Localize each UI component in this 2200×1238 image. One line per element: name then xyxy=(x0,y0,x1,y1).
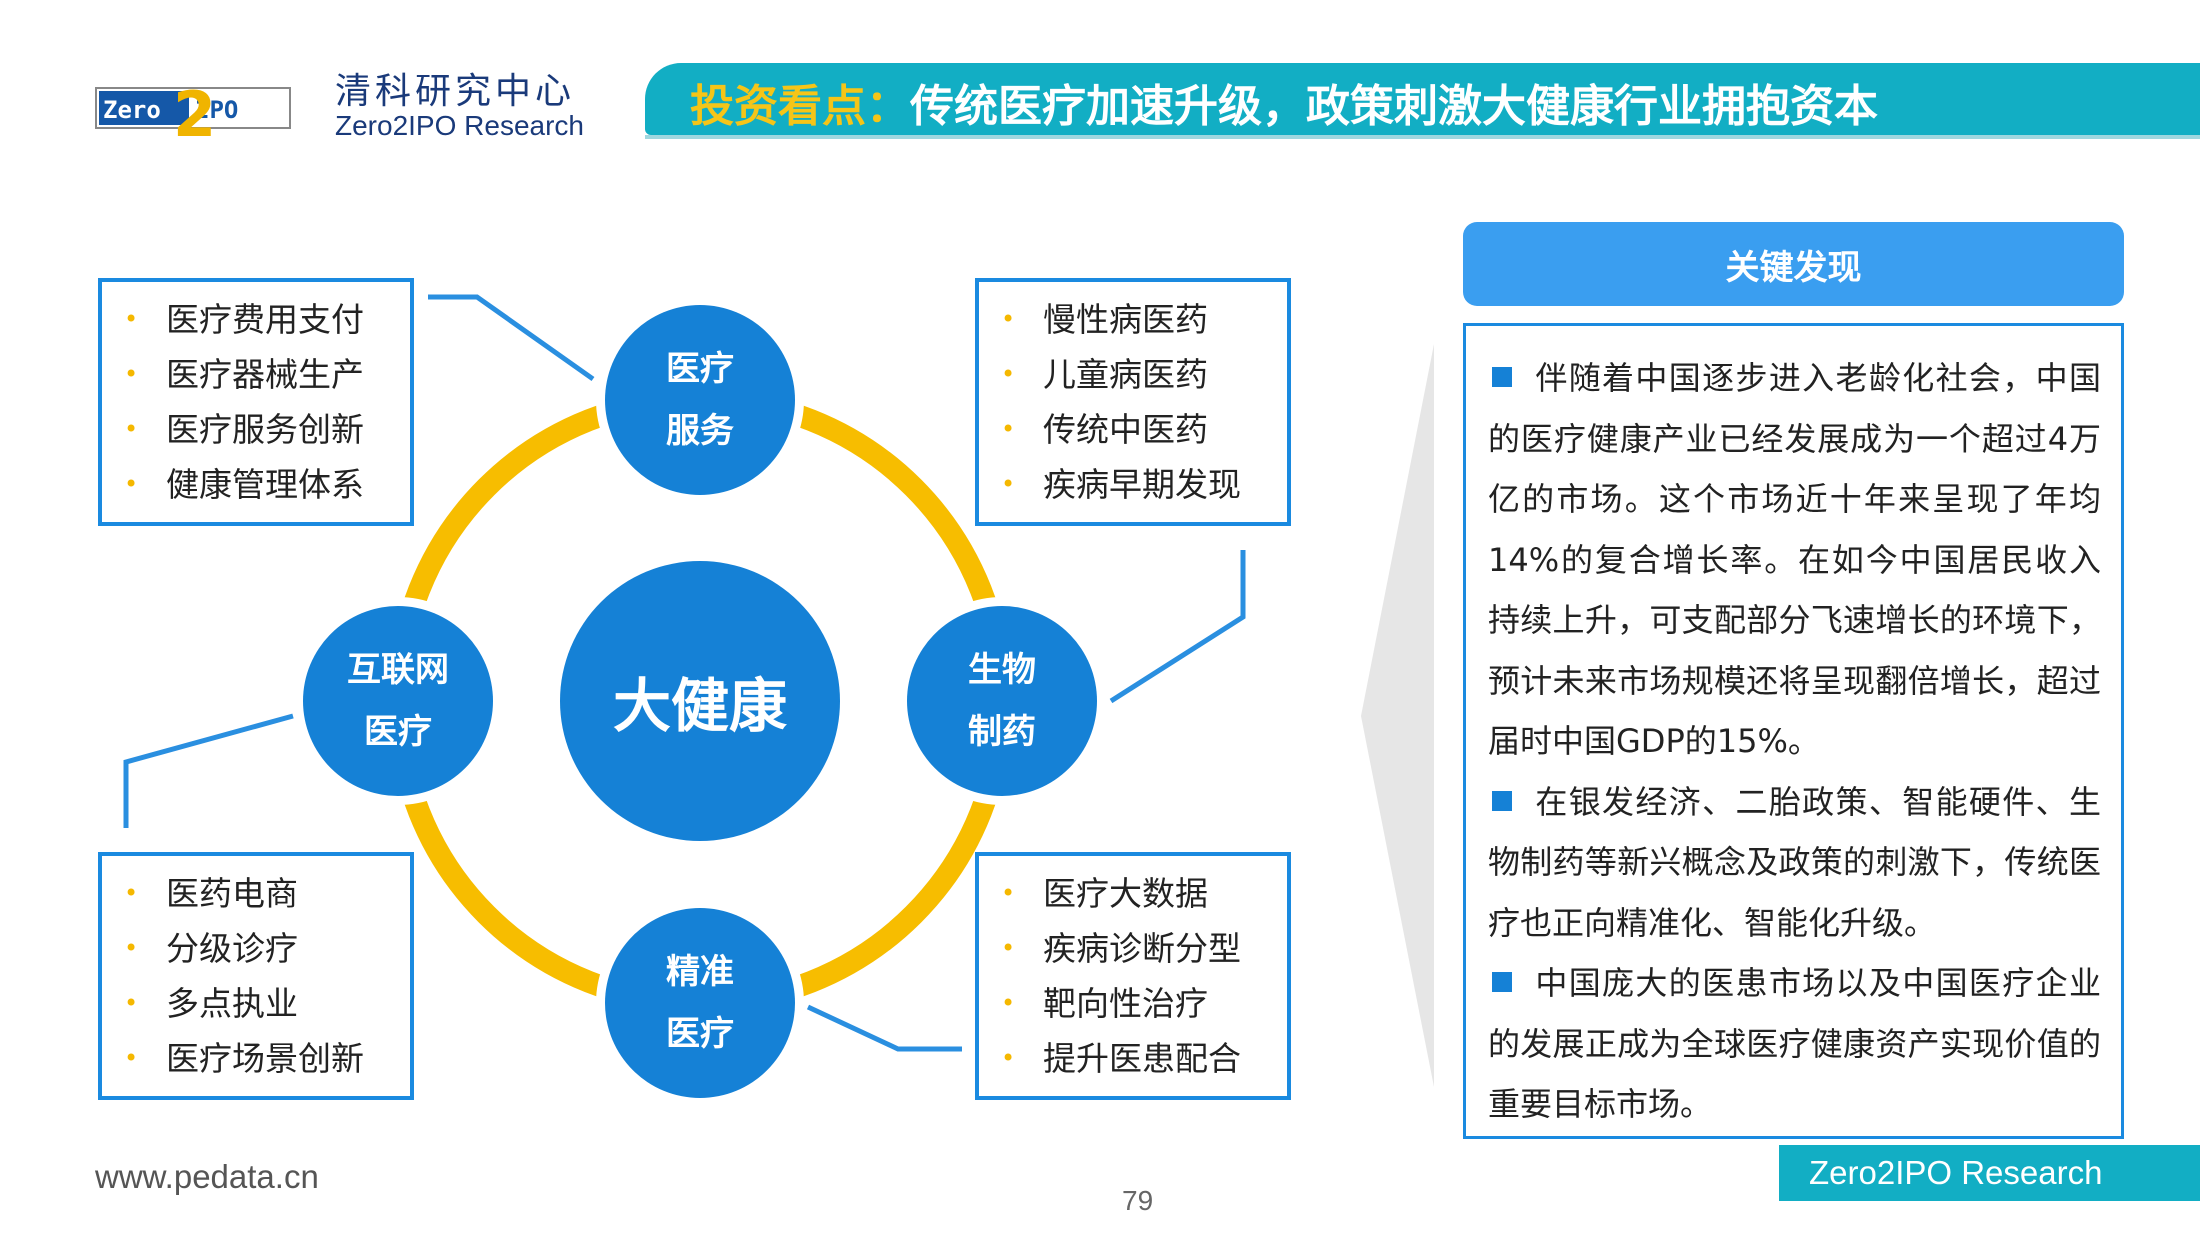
node-medical-service: 医疗服务 xyxy=(605,305,795,495)
finding-paragraph: 伴随着中国逐步进入老龄化社会，中国的医疗健康产业已经发展成为一个超过4万亿的市场… xyxy=(1488,348,2101,772)
list-item: • 靶向性治疗 xyxy=(1001,976,1287,1031)
center-node: 大健康 xyxy=(560,561,840,841)
list-item: • 医疗费用支付 xyxy=(124,292,410,347)
square-bullet-icon xyxy=(1492,972,1512,992)
bullet-icon: • xyxy=(124,934,139,962)
node-label: 制药 xyxy=(968,712,1036,752)
node-precision-medicine: 精准医疗 xyxy=(605,908,795,1098)
node-label: 医疗 xyxy=(364,712,432,752)
bullet-icon: • xyxy=(124,879,139,907)
bullet-icon: • xyxy=(124,1044,139,1072)
box-top-right: • 慢性病医药 • 儿童病医药 • 传统中医药 • 疾病早期发现 xyxy=(975,278,1291,526)
brand-name-cn: 清科研究中心 xyxy=(335,71,576,112)
connector-bottom-right xyxy=(806,1004,962,1052)
node-label: 医疗 xyxy=(666,349,734,389)
bullet-icon: • xyxy=(1001,989,1016,1017)
bullet-icon: • xyxy=(124,360,139,388)
item-text: 多点执业 xyxy=(166,984,298,1023)
page-title: 投资看点：传统医疗加速升级，政策刺激大健康行业拥抱资本 xyxy=(690,70,1878,134)
item-text: 医疗费用支付 xyxy=(166,300,364,339)
node-label: 精准 xyxy=(666,952,734,992)
item-text: 医疗器械生产 xyxy=(166,355,364,394)
bullet-icon: • xyxy=(1001,415,1016,443)
zero2ipo-logo: Zero IPO 2 xyxy=(95,78,291,140)
bullet-icon: • xyxy=(1001,879,1016,907)
svg-text:2: 2 xyxy=(173,78,216,140)
list-item: • 医疗服务创新 xyxy=(124,402,410,457)
item-text: 靶向性治疗 xyxy=(1043,984,1208,1023)
list-item: • 健康管理体系 xyxy=(124,457,410,512)
bullet-icon: • xyxy=(1001,1044,1016,1072)
finding-paragraph: 在银发经济、二胎政策、智能硬件、生物制药等新兴概念及政策的刺激下，传统医疗也正向… xyxy=(1488,772,2101,954)
bullet-icon: • xyxy=(124,989,139,1017)
item-text: 分级诊疗 xyxy=(166,929,298,968)
item-text: 慢性病医药 xyxy=(1043,300,1208,339)
key-findings-box: 伴随着中国逐步进入老龄化社会，中国的医疗健康产业已经发展成为一个超过4万亿的市场… xyxy=(1463,323,2124,1139)
list-item: • 疾病诊断分型 xyxy=(1001,921,1287,976)
website-link[interactable]: www.pedata.cn xyxy=(95,1158,319,1195)
page-number: 79 xyxy=(1122,1185,1154,1216)
bullet-icon: • xyxy=(124,305,139,333)
list-item: • 儿童病医药 xyxy=(1001,347,1287,402)
list-item: • 分级诊疗 xyxy=(124,921,410,976)
list-item: • 多点执业 xyxy=(124,976,410,1031)
item-text: 健康管理体系 xyxy=(166,465,364,504)
title-bar xyxy=(645,63,2200,135)
list-item: • 医疗大数据 xyxy=(1001,866,1287,921)
item-text: 儿童病医药 xyxy=(1043,355,1208,394)
connector-top-right xyxy=(1109,550,1246,704)
item-text: 提升医患配合 xyxy=(1043,1039,1241,1078)
bullet-icon: • xyxy=(1001,305,1016,333)
item-text: 疾病早期发现 xyxy=(1043,465,1241,504)
finding-text: 中国庞大的医患市场以及中国医疗企业的发展正成为全球医疗健康资产实现价值的重要目标… xyxy=(1488,964,2101,1123)
connector-bottom-left xyxy=(123,713,294,828)
box-top-left: • 医疗费用支付 • 医疗器械生产 • 医疗服务创新 • 健康管理体系 xyxy=(98,278,414,526)
svg-text:IPO: IPO xyxy=(195,96,238,124)
center-label: 大健康 xyxy=(612,672,787,740)
node-label: 生物 xyxy=(968,650,1036,690)
svg-text:Zero: Zero xyxy=(103,96,161,124)
finding-text: 伴随着中国逐步进入老龄化社会，中国的医疗健康产业已经发展成为一个超过4万亿的市场… xyxy=(1488,359,2101,760)
square-bullet-icon xyxy=(1492,367,1512,387)
item-text: 疾病诊断分型 xyxy=(1043,929,1241,968)
box-bottom-right: • 医疗大数据 • 疾病诊断分型 • 靶向性治疗 • 提升医患配合 xyxy=(975,852,1291,1100)
item-text: 医疗场景创新 xyxy=(166,1039,364,1078)
node-label: 医疗 xyxy=(666,1014,734,1054)
connector-top-left xyxy=(428,294,595,382)
key-findings-heading: 关键发现 xyxy=(1463,222,2124,306)
list-item: • 慢性病医药 xyxy=(1001,292,1287,347)
title-text: 传统医疗加速升级，政策刺激大健康行业拥抱资本 xyxy=(910,81,1878,132)
node-label: 服务 xyxy=(666,411,734,451)
node-biopharma: 生物制药 xyxy=(907,606,1097,796)
finding-text: 在银发经济、二胎政策、智能硬件、生物制药等新兴概念及政策的刺激下，传统医疗也正向… xyxy=(1488,782,2101,942)
list-item: • 传统中医药 xyxy=(1001,402,1287,457)
list-item: • 医疗场景创新 xyxy=(124,1031,410,1086)
bullet-icon: • xyxy=(1001,470,1016,498)
item-text: 医疗服务创新 xyxy=(166,410,364,449)
node-internet-medicine: 互联网医疗 xyxy=(303,606,493,796)
item-text: 传统中医药 xyxy=(1043,410,1208,449)
gray-wedge xyxy=(1361,344,1434,1087)
bullet-icon: • xyxy=(1001,360,1016,388)
item-text: 医疗大数据 xyxy=(1043,874,1208,913)
title-highlight: 投资看点： xyxy=(690,81,910,132)
box-bottom-left: • 医药电商 • 分级诊疗 • 多点执业 • 医疗场景创新 xyxy=(98,852,414,1100)
bullet-icon: • xyxy=(124,470,139,498)
item-text: 医药电商 xyxy=(166,874,298,913)
bullet-icon: • xyxy=(124,415,139,443)
list-item: • 医疗器械生产 xyxy=(124,347,410,402)
brand-name-en: Zero2IPO Research xyxy=(335,110,584,141)
bullet-icon: • xyxy=(1001,934,1016,962)
finding-paragraph: 中国庞大的医患市场以及中国医疗企业的发展正成为全球医疗健康资产实现价值的重要目标… xyxy=(1488,953,2101,1135)
list-item: • 医药电商 xyxy=(124,866,410,921)
node-label: 互联网 xyxy=(347,650,449,690)
footer-brand: Zero2IPO Research xyxy=(1779,1145,2200,1201)
square-bullet-icon xyxy=(1492,790,1512,811)
title-underline xyxy=(645,135,2200,139)
list-item: • 疾病早期发现 xyxy=(1001,457,1287,512)
list-item: • 提升医患配合 xyxy=(1001,1031,1287,1086)
